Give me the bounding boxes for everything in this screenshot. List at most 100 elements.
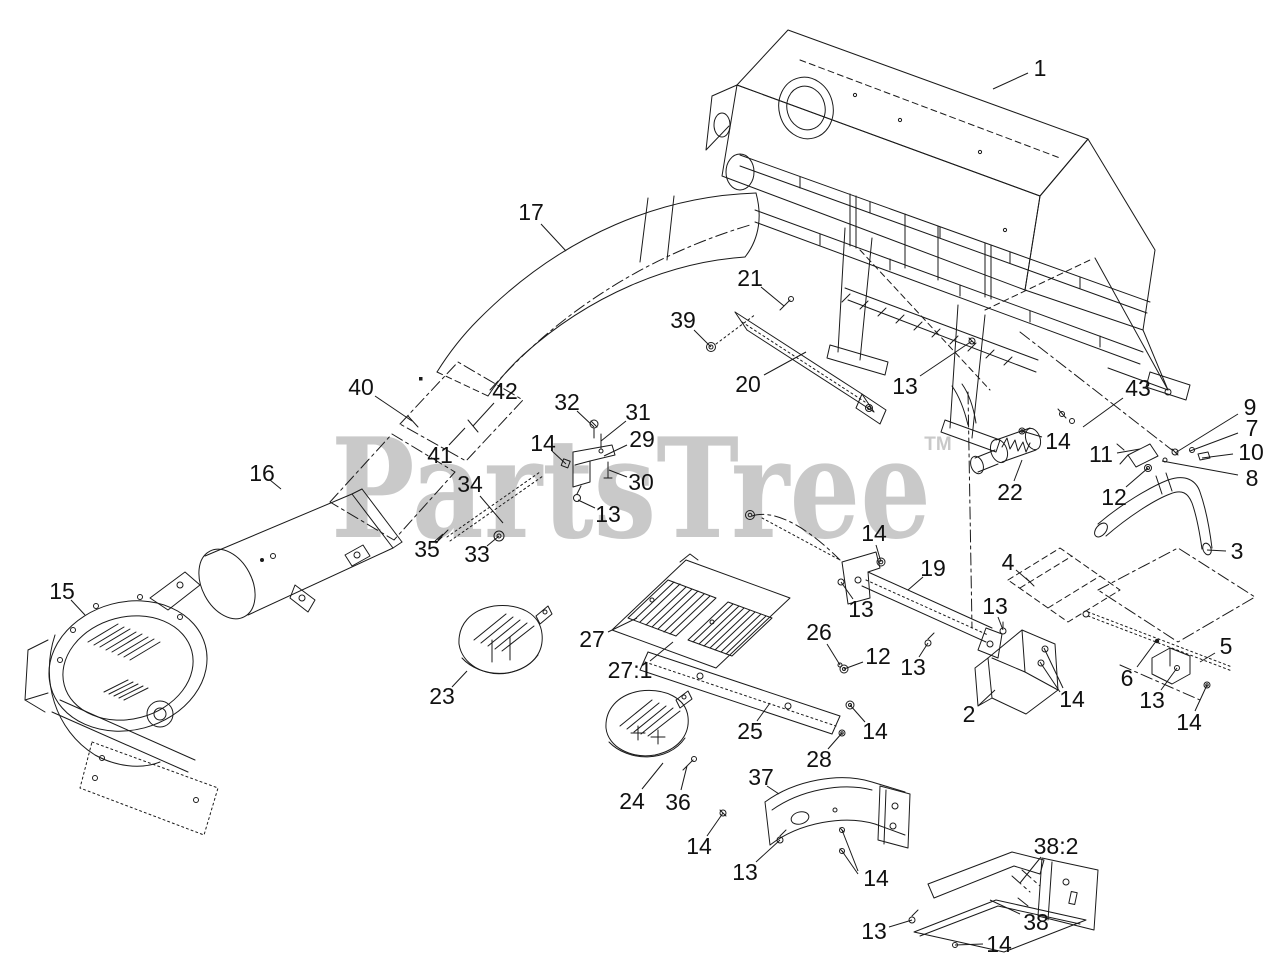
leader-line-13 (840, 581, 854, 600)
leader-line-14 (841, 829, 859, 872)
leader-line-14 (849, 704, 866, 723)
hopper-frame (739, 154, 1191, 453)
leader-line-38 (989, 899, 1021, 915)
leader-line-4 (1015, 569, 1031, 583)
rod-part-34-hardware (435, 471, 544, 544)
callout-label-1: 1 (1034, 55, 1047, 81)
leader-line-28 (827, 732, 843, 750)
leader-line-16 (269, 479, 282, 490)
callout-label-28: 28 (806, 746, 832, 772)
console-housing-part-24 (605, 689, 697, 771)
callout-label-17: 17 (518, 199, 544, 225)
leader-line-14 (875, 544, 882, 563)
callout-label-14: 14 (861, 520, 887, 546)
callout-label-42: 42 (492, 378, 518, 404)
hinge-assembly-parts-29-32 (560, 419, 616, 502)
leader-line-14 (1043, 647, 1064, 689)
callout-label-32: 32 (554, 389, 580, 415)
callout-label-25: 25 (737, 718, 763, 744)
leader-line-27 (607, 617, 638, 633)
leader-line-35 (434, 533, 444, 542)
leader-line-14 (551, 450, 567, 465)
watermark: PartsTree TM (331, 407, 952, 570)
leader-line-17 (540, 223, 567, 252)
rod-part-6-clamp-part-5 (1082, 610, 1233, 689)
callout-label-5: 5 (1220, 633, 1233, 659)
callout-label-38:2: 38:2 (1034, 833, 1079, 859)
callout-label-27: 27 (579, 626, 605, 652)
callout-label-41: 41 (427, 442, 453, 468)
callout-label-10: 10 (1238, 439, 1264, 465)
leader-line-40 (374, 395, 413, 422)
callout-label-31: 31 (625, 399, 651, 425)
leader-line-27:1 (649, 641, 674, 662)
leader-line-15 (70, 599, 86, 616)
rail-part-20 (706, 296, 976, 425)
leader-line-19 (907, 576, 924, 591)
callout-label-22: 22 (997, 479, 1023, 505)
leader-line-13 (1160, 667, 1178, 691)
leader-line-41 (448, 427, 466, 446)
callout-label-6: 6 (1121, 665, 1134, 691)
callout-label-29: 29 (629, 426, 655, 452)
callout-label-23: 23 (429, 683, 455, 709)
callout-label-14: 14 (1045, 428, 1071, 454)
leader-line-31 (600, 420, 627, 442)
mount-bracket-part-2 (974, 621, 1059, 715)
callout-label-14: 14 (1059, 686, 1085, 712)
leader-line-14 (1021, 430, 1043, 438)
leader-line-13 (997, 616, 1004, 631)
leader-line-32 (576, 410, 595, 428)
callout-label-3: 3 (1231, 538, 1244, 564)
callout-label-14: 14 (530, 430, 556, 456)
curved-bracket-part-37 (719, 777, 911, 854)
callout-label-13: 13 (982, 593, 1008, 619)
leader-line-1 (992, 72, 1029, 90)
callout-label-13: 13 (892, 373, 918, 399)
callout-label-13: 13 (595, 501, 621, 527)
leader-line-38:2 (1019, 856, 1042, 884)
callout-label-9: 9 (1244, 394, 1257, 420)
callout-label-33: 33 (464, 541, 490, 567)
leader-line-8 (1161, 460, 1239, 476)
callout-label-15: 15 (49, 578, 75, 604)
callout-label-13: 13 (900, 654, 926, 680)
watermark-text: PartsTree (331, 407, 931, 570)
leader-line-5 (1199, 652, 1216, 663)
callout-label-20: 20 (735, 371, 761, 397)
callout-label-37: 37 (748, 764, 774, 790)
leader-line-29 (603, 444, 628, 457)
console-housing-part-23 (458, 605, 553, 675)
callout-label-43: 43 (1125, 375, 1151, 401)
callout-label-12: 12 (865, 643, 891, 669)
callout-label-19: 19 (920, 555, 946, 581)
callout-label-36: 36 (665, 789, 691, 815)
watermark-tm: TM (924, 434, 951, 455)
grille-panels-parts-27-27-1 (611, 553, 791, 669)
spring-roller-part-22 (970, 427, 1042, 475)
callout-label-27:1: 27:1 (608, 657, 653, 683)
leader-line-7 (1189, 432, 1239, 452)
leader-line-36 (680, 765, 688, 791)
latch-parts-7-12 (1116, 443, 1211, 472)
leader-line-14 (954, 943, 984, 946)
leader-line-14 (1039, 661, 1061, 693)
leader-line-14 (841, 850, 859, 875)
callout-label-21: 21 (737, 265, 763, 291)
leader-line-20 (763, 351, 807, 376)
leader-line-26 (826, 643, 841, 666)
discharge-chute-part-17 (419, 192, 760, 397)
callout-label-4: 4 (1002, 549, 1015, 575)
callout-label-14: 14 (862, 718, 888, 744)
leader-line-34 (479, 495, 504, 524)
callout-label-13: 13 (732, 859, 758, 885)
leader-line-24 (641, 762, 664, 790)
ghost-plate-part-4 (1007, 547, 1256, 701)
leader-line-10 (1201, 453, 1234, 459)
callout-label-8: 8 (1246, 465, 1259, 491)
leader-line-11 (1116, 448, 1141, 454)
leader-line-13 (888, 919, 913, 928)
blower-assembly-part-15 (24, 571, 219, 836)
